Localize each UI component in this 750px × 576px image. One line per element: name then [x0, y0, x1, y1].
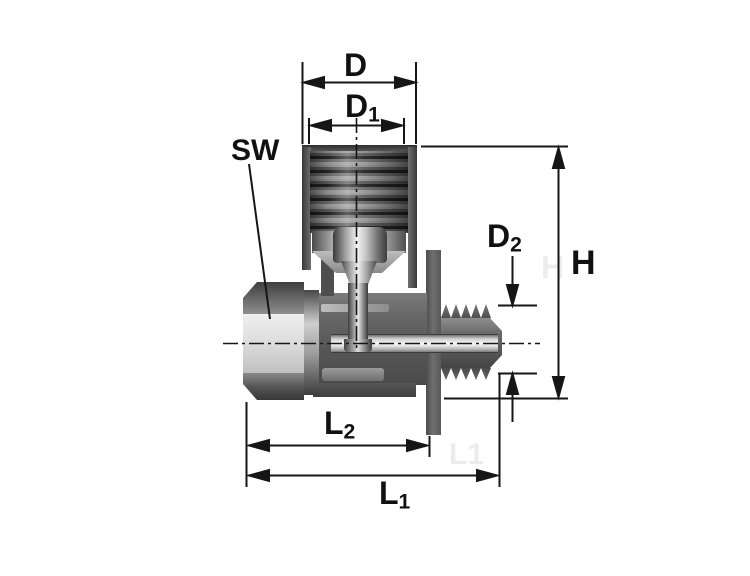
dim-L2 [245, 402, 431, 487]
arrow-right [406, 438, 431, 453]
body-bottom-recess [322, 368, 384, 381]
arrow-left [307, 118, 332, 133]
body-lower-block [313, 383, 416, 397]
dim-label-D2: D2 [487, 218, 522, 257]
port-wall-left [302, 147, 311, 270]
arrow-up [551, 144, 566, 169]
hex-nut-facet-bottom [243, 373, 304, 400]
arrow-down [551, 376, 566, 401]
stem-head [333, 227, 387, 263]
leader-SW [248, 163, 271, 320]
dim-label-L2: L2 [324, 405, 356, 444]
swivel-collar [303, 290, 319, 395]
dim-label-D1: D1 [345, 88, 380, 127]
dim-D [300, 62, 419, 144]
centerlines [223, 118, 540, 352]
dim-label-H: H [571, 244, 596, 282]
dim-L1 [245, 374, 501, 487]
dim-D2 [498, 256, 537, 422]
stem-tip [344, 339, 372, 352]
arrow-left [300, 75, 325, 90]
arrow-right [394, 75, 419, 90]
stem-tube [348, 283, 368, 345]
arrow-down [505, 284, 520, 309]
arrow-right [476, 468, 501, 483]
dim-label-D: D [344, 47, 368, 83]
port-top-edge [302, 145, 417, 152]
dim-D1 [307, 118, 406, 144]
female-thread-bore [310, 151, 408, 233]
arrow-right [381, 118, 406, 133]
dim-label-SW: SW [231, 134, 280, 167]
port-wall-right [408, 147, 417, 288]
arrow-left [245, 438, 270, 453]
dim-H [421, 144, 568, 401]
dim-label-L1: L1 [379, 475, 411, 514]
hex-nut-facet-top [243, 282, 304, 314]
arrow-left [245, 468, 270, 483]
watermark-l1-ghost: L1 [449, 438, 485, 471]
